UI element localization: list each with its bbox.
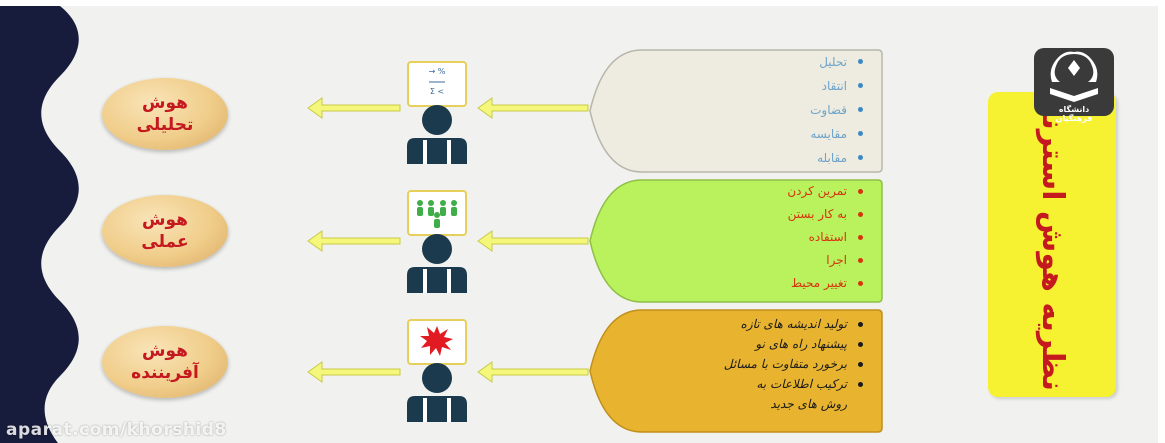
list-item: پیشنهاد راه های نو: [724, 334, 865, 354]
pill-label-analytical: هوش تحلیلی: [136, 93, 194, 135]
list-item: انتقاد: [810, 74, 865, 98]
list-item-continuation: روش های جدید: [770, 397, 847, 411]
pill-analytical: هوش تحلیلی: [102, 78, 228, 150]
list-item: استفاده: [787, 226, 865, 249]
slide-title: نظریه هوش استرنبرگ: [1035, 56, 1070, 391]
arrow-left-icon: [307, 361, 401, 383]
pill-label-practical: هوش عملی: [141, 210, 189, 252]
arrow-left-icon: [307, 230, 401, 252]
slide: هوش تحلیلی → % Σ < تحلیل انتقاد قضاوت مق…: [0, 6, 1158, 443]
list-item: اجرا: [787, 249, 865, 272]
list-item: تحلیل: [810, 50, 865, 74]
list-item: تغییر محیط: [787, 272, 865, 295]
item-list-analytical: تحلیل انتقاد قضاوت مقایسه مقابله: [810, 50, 865, 170]
item-list-creative: تولید اندیشه های تازه پیشنهاد راه های نو…: [724, 314, 865, 414]
item-panel-creative: [589, 309, 883, 433]
list-item: برخورد متفاوت با مسائل: [724, 354, 865, 374]
pill-label-creative: هوش آفریننده: [131, 341, 199, 383]
list-item: ترکیب اطلاعات به: [724, 374, 865, 394]
logo-caption: دانشگاه فرهنگیان: [1055, 105, 1093, 123]
pill-practical: هوش عملی: [102, 195, 228, 267]
list-item: تمرین کردن: [787, 180, 865, 203]
item-panel-practical: [589, 179, 883, 303]
university-logo-icon: [1034, 48, 1114, 116]
person-thinking-math-icon: → % Σ <: [407, 61, 467, 164]
item-list-practical: تمرین کردن به کار بستن استفاده اجرا تغیی…: [787, 180, 865, 295]
list-item: تولید اندیشه های تازه: [724, 314, 865, 334]
arrow-left-icon: [477, 97, 589, 119]
list-item: مقایسه: [810, 122, 865, 146]
arrow-left-icon: [477, 230, 589, 252]
left-wave-border: [0, 6, 79, 443]
svg-text:Σ <: Σ <: [430, 87, 444, 96]
list-item: مقابله: [810, 146, 865, 170]
person-thinking-starburst-icon: [407, 319, 467, 422]
title-box: [988, 92, 1116, 397]
pill-creative: هوش آفریننده: [102, 326, 228, 398]
list-item: به کار بستن: [787, 203, 865, 226]
watermark: aparat.com/khorshid8: [6, 420, 227, 440]
person-thinking-people-icon: [407, 190, 467, 293]
list-item: قضاوت: [810, 98, 865, 122]
arrow-left-icon: [477, 361, 589, 383]
arrow-left-icon: [307, 97, 401, 119]
svg-text:→ %: → %: [429, 67, 446, 76]
item-panel-analytical: [589, 49, 883, 173]
